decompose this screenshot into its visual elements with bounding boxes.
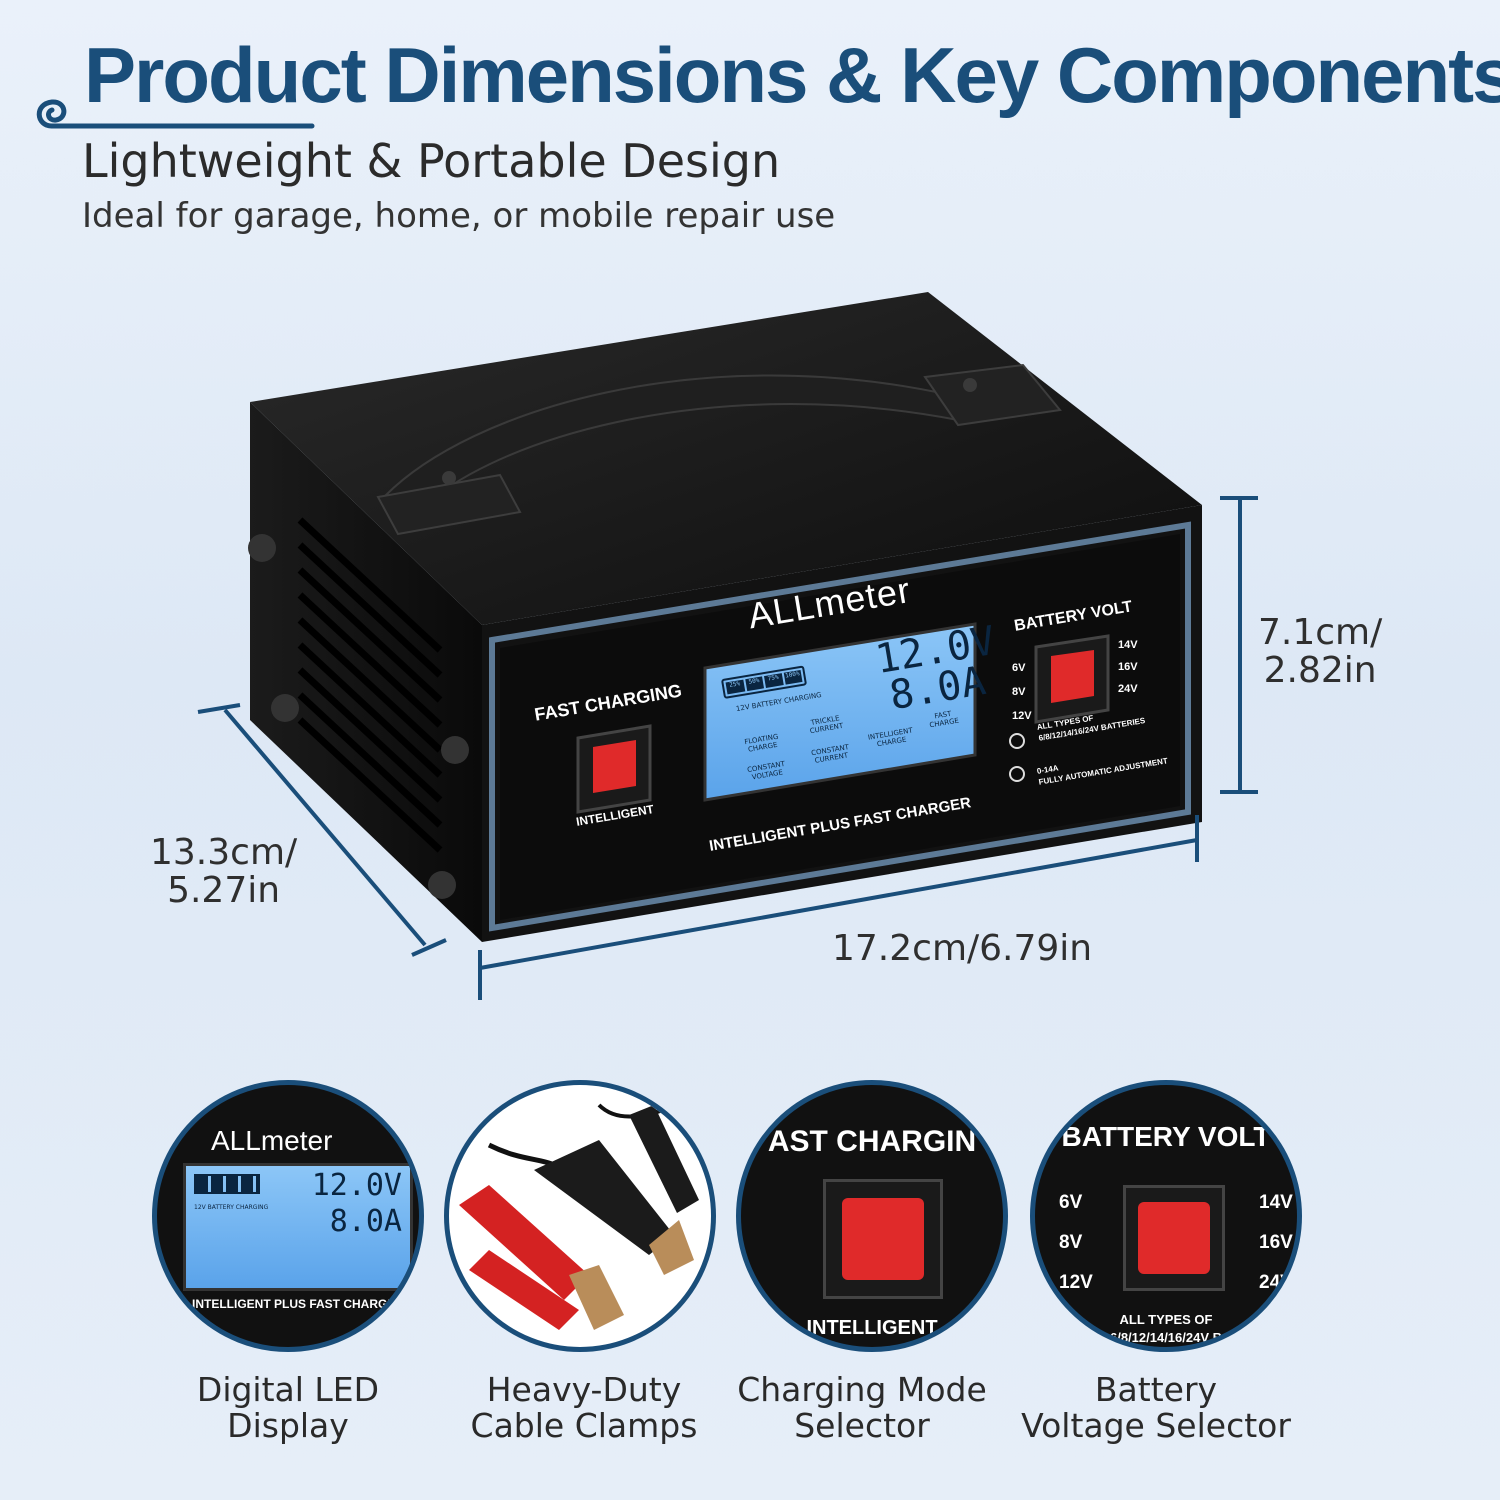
circle-fast-charging-text: AST CHARGIN	[767, 1125, 977, 1158]
circle-lcd-current: 8.0A	[329, 1204, 402, 1239]
circle-volt-button-housing	[1123, 1185, 1225, 1291]
page-subtitle: Lightweight & Portable Design	[82, 134, 781, 188]
voltage-list-left: 6V 8V 12V	[1012, 656, 1032, 728]
side-screw	[248, 534, 276, 562]
side-screw	[271, 694, 299, 722]
voltage-option: 24V	[1118, 683, 1138, 695]
dimension-lines	[197, 496, 1258, 1000]
circle-battery-volt-text: BATTERY VOLT	[1061, 1121, 1271, 1152]
fast-charging-button	[593, 740, 636, 793]
component-circle-display: ALLmeter 12.0V 8.0A 12V BATTERY CHARGING…	[152, 1080, 424, 1352]
side-screw	[428, 871, 456, 899]
circle-lcd-battery	[194, 1174, 260, 1194]
caption-digital-display: Digital LED Display	[196, 1370, 380, 1446]
indicator-led	[1009, 766, 1025, 782]
voltage-option: 6V	[1012, 662, 1026, 674]
voltage-option: 12V	[1012, 710, 1032, 722]
depth-dimension-label: 13.3cm/ 5.27in	[150, 832, 298, 911]
battery-segment: 25%	[725, 679, 745, 695]
title-decoration-swirl	[36, 99, 315, 129]
component-circle-mode-selector: AST CHARGIN INTELLIGENT	[736, 1080, 1008, 1352]
circle-product-name: INTELLIGENT PLUS FAST CHARGER	[191, 1297, 404, 1311]
indicator-led	[1009, 733, 1025, 749]
battery-volt-button	[1051, 650, 1094, 703]
circle-battery-types-text: ALL TYPES OF 6/8/12/14/16/24V B	[1109, 1312, 1223, 1345]
front-panel-border	[489, 521, 1191, 932]
lcd-screen	[703, 622, 977, 802]
side-screw	[441, 736, 469, 764]
circle-lcd-voltage: 12.0V	[311, 1168, 402, 1203]
voltage-list-right: 14V 16V 24V	[1118, 634, 1138, 700]
circle-voltages-left: 6V 8V 12V	[1059, 1192, 1093, 1293]
charger-illustration	[197, 292, 1258, 1000]
caption-mode-selector: Charging Mode Selector	[737, 1370, 987, 1446]
handle-mount-right	[923, 363, 1062, 427]
page-tagline: Ideal for garage, home, or mobile repair…	[82, 196, 836, 236]
circle-mode-button	[842, 1198, 924, 1280]
component-circle-voltage-selector: BATTERY VOLT 6V 8V 12V 14V 16V 24V ALL T…	[1030, 1080, 1302, 1352]
voltage-option: 16V	[1118, 661, 1138, 673]
circle-lcd: 12.0V 8.0A 12V BATTERY CHARGING	[183, 1163, 413, 1291]
circle-voltages-right: 14V 16V 24V	[1259, 1192, 1293, 1293]
circle-lcd-status: 12V BATTERY CHARGING	[194, 1204, 269, 1211]
component-circle-clamps	[444, 1080, 716, 1352]
battery-segment: 50%	[744, 676, 765, 692]
battery-segment: 75%	[764, 673, 784, 688]
handle-mount-left	[376, 473, 522, 536]
voltage-option: 14V	[1118, 639, 1138, 651]
caption-voltage-selector: Battery Voltage Selector	[1021, 1370, 1291, 1446]
circle-brand-logo: ALLmeter	[211, 1125, 333, 1156]
circle-volt-button	[1138, 1202, 1210, 1274]
caption-cable-clamps: Heavy-Duty Cable Clamps	[470, 1370, 698, 1446]
side-vents	[297, 517, 443, 853]
width-dimension-label: 17.2cm/6.79in	[832, 928, 1093, 969]
battery-segment: 100%	[783, 669, 803, 685]
voltage-option: 8V	[1012, 686, 1026, 698]
circle-intelligent-text: INTELLIGENT	[806, 1317, 938, 1339]
cable-clamps-icon	[459, 1103, 699, 1330]
height-dimension-label: 7.1cm/ 2.82in	[1258, 612, 1383, 691]
circle-mode-button-housing	[823, 1179, 943, 1299]
page-title: Product Dimensions & Key Components	[84, 31, 1500, 119]
